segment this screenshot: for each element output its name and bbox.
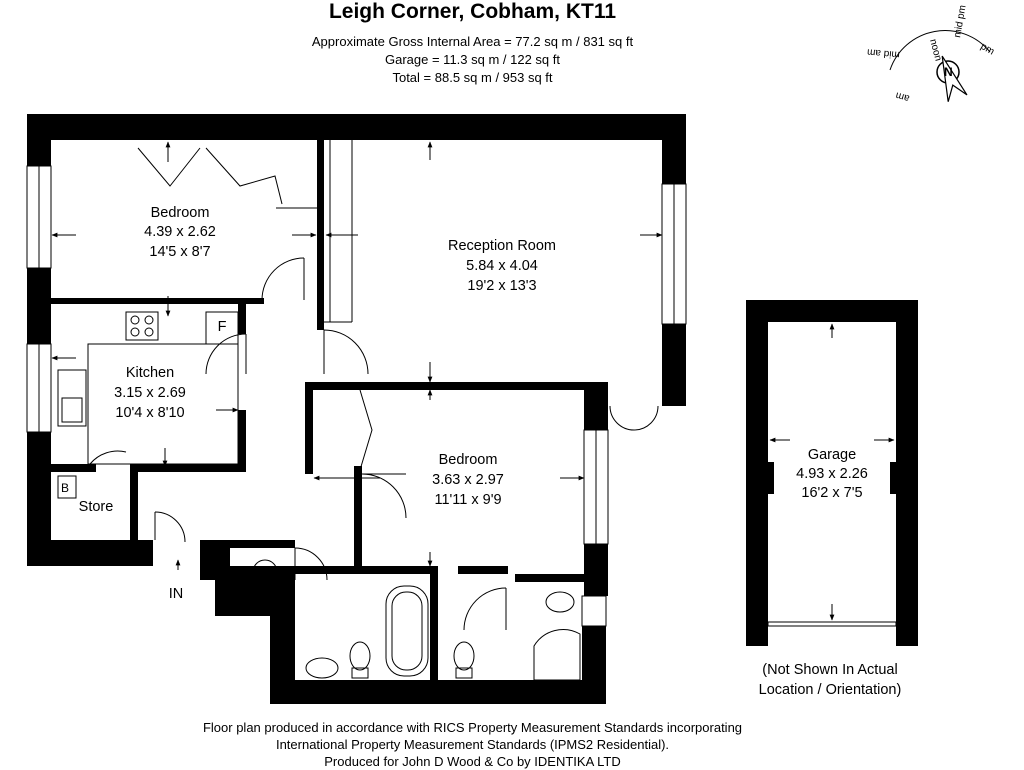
room-labels: Bedroom 4.39 x 2.62 14'5 x 8'7 Reception…	[61, 205, 901, 698]
bedroom2-name: Bedroom	[439, 452, 498, 468]
kitchen-metric: 3.15 x 2.69	[114, 385, 186, 401]
shower-icon	[533, 629, 581, 681]
bedroom2-imperial: 11'11 x 9'9	[434, 492, 501, 508]
hob-icon	[125, 311, 159, 341]
garage-walls	[746, 300, 918, 646]
ensuite-toilet-icon	[453, 641, 475, 671]
entrance-label: IN	[169, 586, 184, 602]
compass-icon: N noon mid pm pm mid am am	[867, 4, 996, 103]
bedroom1-name: Bedroom	[151, 205, 210, 221]
plan-title: Leigh Corner, Cobham, KT11	[328, 0, 617, 23]
doors	[89, 147, 659, 631]
store-label: Store	[79, 499, 114, 515]
total-area: Total = 88.5 sq m / 953 sq ft	[392, 70, 553, 85]
garage-metric: 4.93 x 2.26	[796, 466, 868, 482]
basin-icon	[305, 657, 339, 679]
garage-name: Garage	[808, 447, 856, 463]
boiler-marker: B	[61, 481, 69, 495]
windows	[26, 165, 687, 627]
kitchen-name: Kitchen	[126, 365, 174, 381]
compass-mid-pm: mid pm	[952, 4, 969, 38]
bedroom2-metric: 3.63 x 2.97	[432, 472, 504, 488]
compass-north: N	[944, 65, 953, 79]
fridge-icon	[205, 311, 239, 345]
walls	[27, 114, 686, 704]
reception-imperial: 19'2 x 13'3	[467, 278, 536, 294]
reception-metric: 5.84 x 4.04	[466, 258, 538, 274]
compass-am: am	[894, 90, 910, 104]
footer-line2: International Property Measurement Stand…	[275, 737, 670, 752]
ensuite-basin-icon	[545, 591, 575, 613]
compass-noon: noon	[927, 38, 943, 62]
bathroom-fixtures	[57, 140, 581, 681]
gross-internal-area: Approximate Gross Internal Area = 77.2 s…	[311, 34, 634, 49]
tank-marker: T	[261, 565, 269, 579]
dimension-arrows	[51, 141, 895, 621]
boiler-icon	[57, 475, 77, 499]
garage-door	[767, 621, 897, 627]
footer-line1: Floor plan produced in accordance with R…	[202, 720, 743, 735]
garage-imperial: 16'2 x 7'5	[801, 485, 862, 501]
fridge-marker: F	[218, 319, 227, 335]
footer-line3: Produced for John D Wood & Co by IDENTIK…	[324, 754, 621, 769]
bath-icon	[385, 585, 429, 677]
bedroom1-metric: 4.39 x 2.62	[144, 224, 216, 240]
garage-note-line1: (Not Shown In Actual	[762, 662, 897, 678]
tank-icon	[252, 559, 278, 585]
compass-mid-am: mid am	[867, 46, 901, 60]
reception-name: Reception Room	[448, 238, 556, 254]
sink-icon	[57, 369, 87, 427]
kitchen-imperial: 10'4 x 8'10	[115, 405, 184, 421]
garage-note-line2: Location / Orientation)	[759, 682, 902, 698]
toilet-icon	[349, 641, 371, 671]
bedroom1-imperial: 14'5 x 8'7	[149, 244, 210, 260]
garage-area: Garage = 11.3 sq m / 122 sq ft	[385, 52, 560, 67]
